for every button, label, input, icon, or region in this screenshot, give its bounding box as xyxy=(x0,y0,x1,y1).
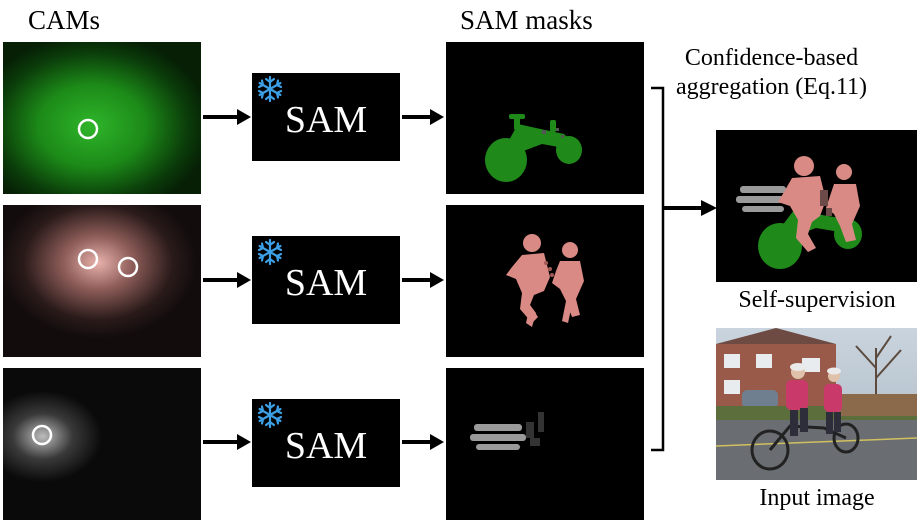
input-photo xyxy=(716,328,917,480)
aggregation-bracket xyxy=(651,86,717,452)
cam-panel-bicycle xyxy=(3,42,201,194)
sam-mask-background xyxy=(446,368,644,520)
snowflake-icon xyxy=(256,238,284,266)
person-mask-icon xyxy=(506,234,584,327)
cam-panel-person xyxy=(3,205,201,357)
cams-heading: CAMs xyxy=(28,5,101,35)
sam-model-box: SAM xyxy=(252,399,400,487)
aggregation-label: Confidence-based aggregation (Eq.11) xyxy=(676,44,867,102)
aggregation-line2: aggregation (Eq.11) xyxy=(676,74,868,100)
point-prompt-marker xyxy=(77,248,99,270)
sam-to-mask-arrows xyxy=(402,109,444,450)
aggregation-line1: Confidence-based xyxy=(684,45,859,71)
cam-heatmap-green xyxy=(3,42,201,194)
input-image-caption: Input image xyxy=(759,485,875,511)
bicycle-mask-icon xyxy=(485,114,582,182)
cam-to-sam-arrows xyxy=(203,109,251,450)
input-image-panel xyxy=(716,328,917,480)
self-supervision-panel xyxy=(716,130,917,282)
self-supervision-caption: Self-supervision xyxy=(738,287,896,313)
point-prompt-marker xyxy=(31,424,53,446)
point-prompt-marker xyxy=(77,118,99,140)
sam-model-box: SAM xyxy=(252,236,400,324)
snowflake-icon xyxy=(256,401,284,429)
sam-label: SAM xyxy=(284,425,368,467)
combined-mask-icon xyxy=(736,156,862,269)
sam-model-box: SAM xyxy=(252,73,400,161)
cam-heatmap-pink xyxy=(3,205,201,357)
cam-heatmap-white xyxy=(3,368,201,520)
background-mask-icon xyxy=(470,412,544,450)
sam-label: SAM xyxy=(284,262,368,304)
sam-mask-bicycle xyxy=(446,42,644,194)
point-prompt-marker xyxy=(117,256,139,278)
cam-panel-background xyxy=(3,368,201,520)
snowflake-icon xyxy=(256,75,284,103)
sam-mask-person xyxy=(446,205,644,357)
sam-label: SAM xyxy=(284,99,368,141)
sam-masks-heading: SAM masks xyxy=(460,5,593,35)
